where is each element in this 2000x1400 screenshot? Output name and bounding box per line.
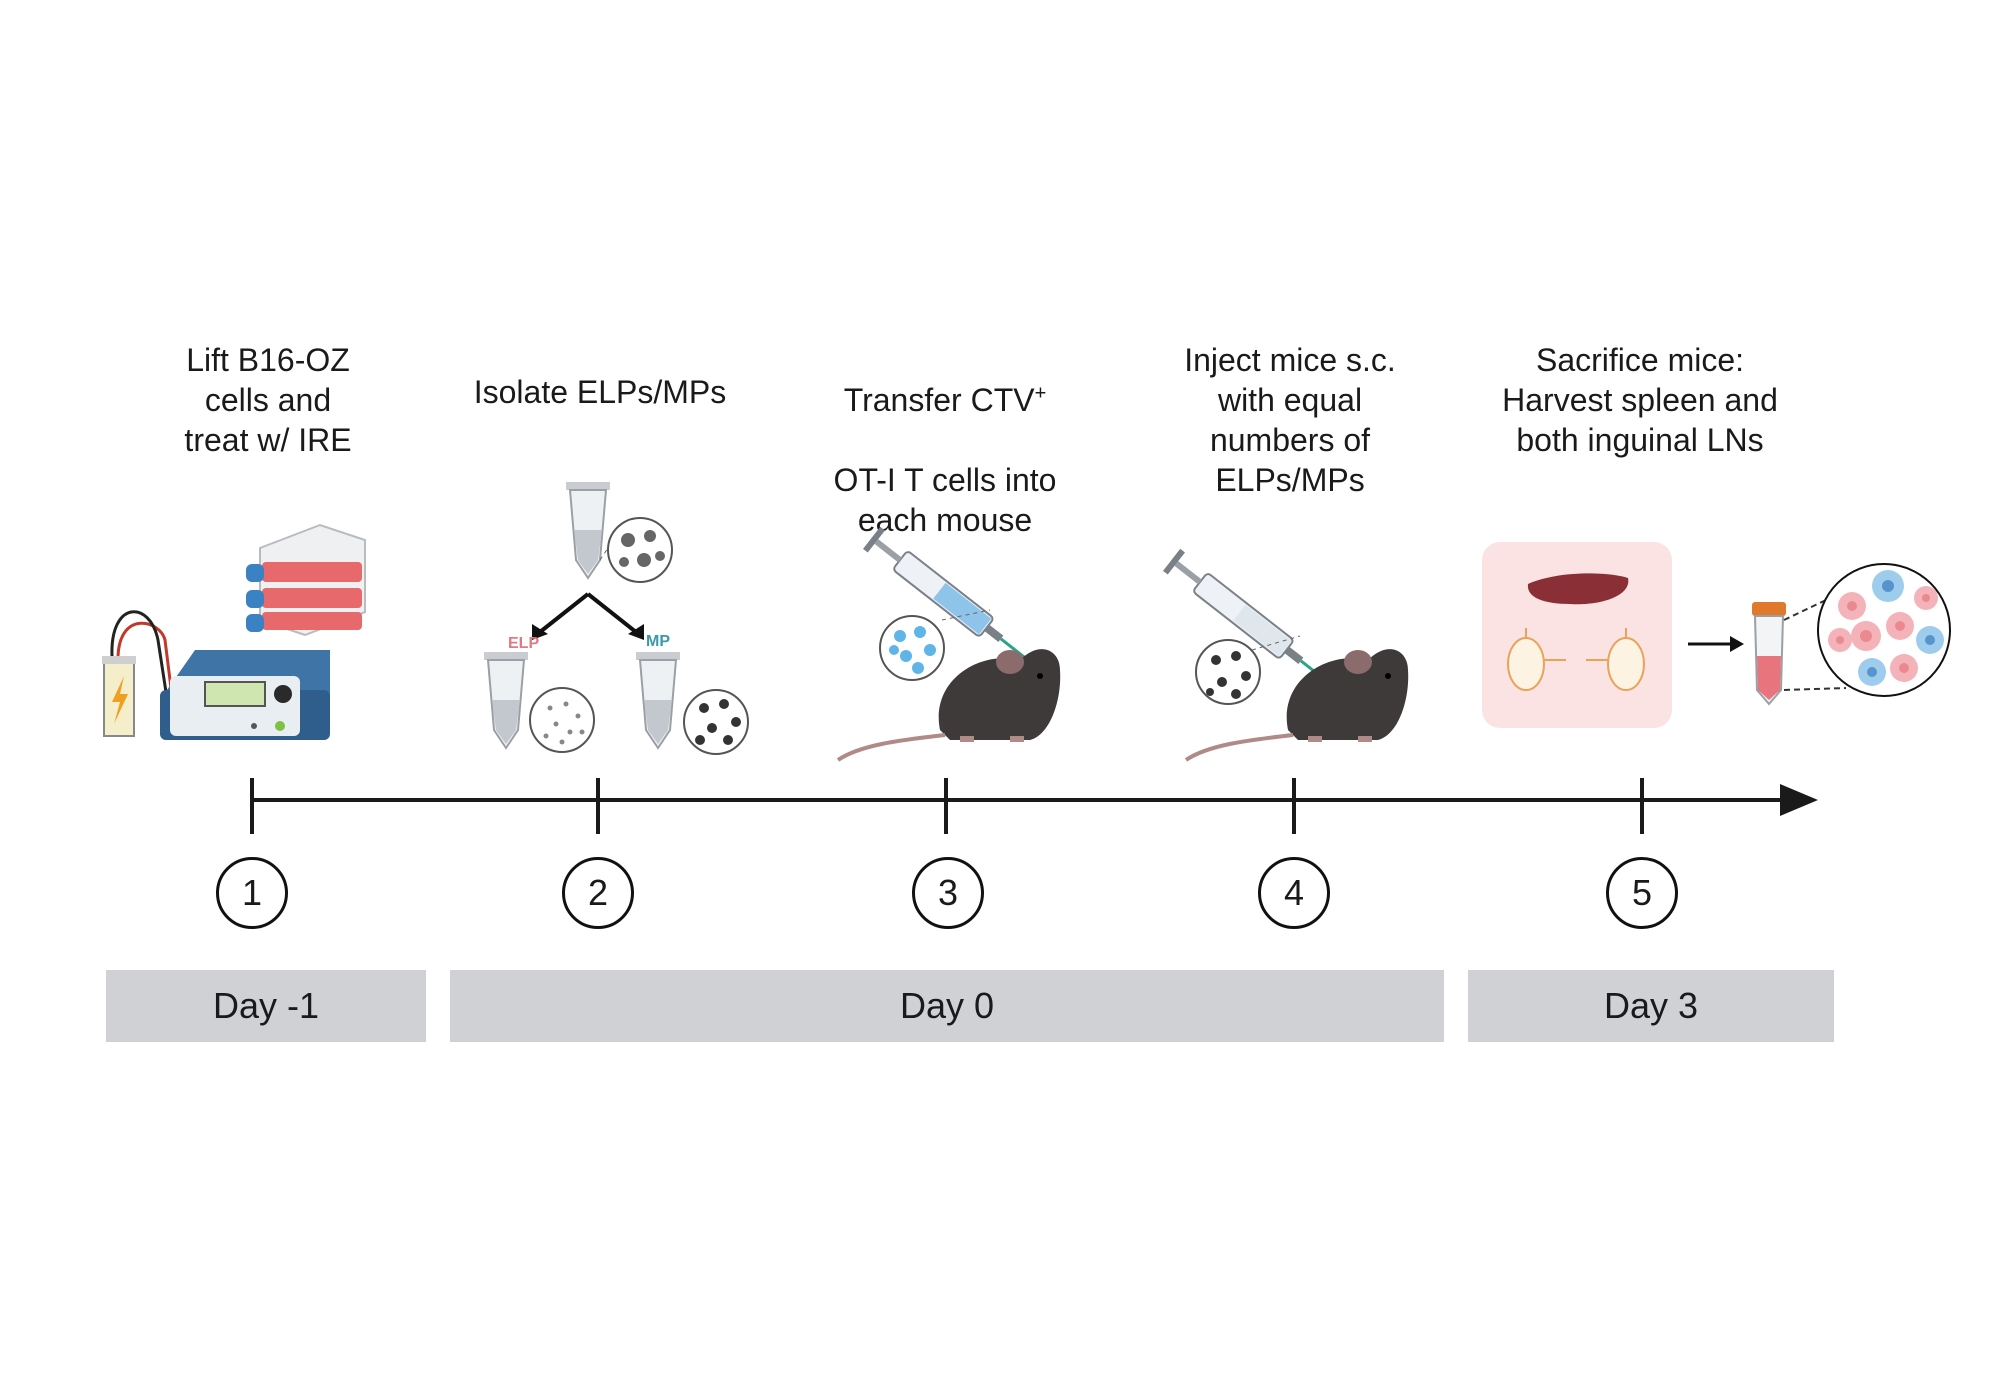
split-arrow bbox=[538, 592, 638, 634]
mouse-icon bbox=[836, 649, 1061, 762]
flask-stack-icon bbox=[246, 523, 366, 637]
step-3-label-line1: Transfer CTV bbox=[843, 382, 1035, 418]
magnifier-circle-icon bbox=[599, 517, 673, 583]
timeline-axis bbox=[250, 778, 1818, 834]
step-3-label-sup: + bbox=[1034, 382, 1047, 405]
spleen-icon bbox=[1527, 573, 1629, 605]
mp-tube-icon bbox=[636, 652, 749, 755]
step-number-4: 4 bbox=[1258, 857, 1330, 929]
cell-magnifier-icon bbox=[879, 609, 991, 681]
step-1-label: Lift B16-OZ cells and treat w/ IRE bbox=[184, 342, 352, 458]
day-box-3: Day 3 bbox=[1468, 970, 1834, 1042]
step-4-label: Inject mice s.c. with equal numbers of E… bbox=[1184, 342, 1396, 498]
lymph-node-icon bbox=[1507, 637, 1645, 691]
step-number-2: 2 bbox=[562, 857, 634, 929]
step-2-label: Isolate ELPs/MPs bbox=[473, 374, 727, 410]
electroporator-icon bbox=[102, 610, 330, 740]
step-5-label: Sacrifice mice: Harvest spleen and both … bbox=[1502, 342, 1778, 458]
falcon-tube-icon bbox=[1752, 602, 1786, 706]
mp-tube-label: MP bbox=[646, 633, 670, 650]
tube-icon bbox=[566, 482, 610, 580]
step-number-5: 5 bbox=[1606, 857, 1678, 929]
syringe-icon-2 bbox=[1163, 548, 1328, 682]
step-3-label-rest: OT-I T cells into each mouse bbox=[833, 462, 1057, 538]
organ-panel bbox=[1482, 542, 1672, 728]
step-number-1: 1 bbox=[216, 857, 288, 929]
elp-tube-icon bbox=[484, 652, 595, 753]
day-box-minus-1: Day -1 bbox=[106, 970, 426, 1042]
cell-suspension-magnifier-icon bbox=[1783, 563, 1951, 697]
day-box-0: Day 0 bbox=[450, 970, 1444, 1042]
particle-magnifier-icon bbox=[1195, 635, 1301, 705]
elp-tube-label: ELP bbox=[508, 635, 539, 652]
mouse-icon-2 bbox=[1184, 649, 1409, 762]
step-number-3: 3 bbox=[912, 857, 984, 929]
step-3-label: Transfer CTV+ OT-I T cells into each mou… bbox=[795, 340, 1095, 540]
